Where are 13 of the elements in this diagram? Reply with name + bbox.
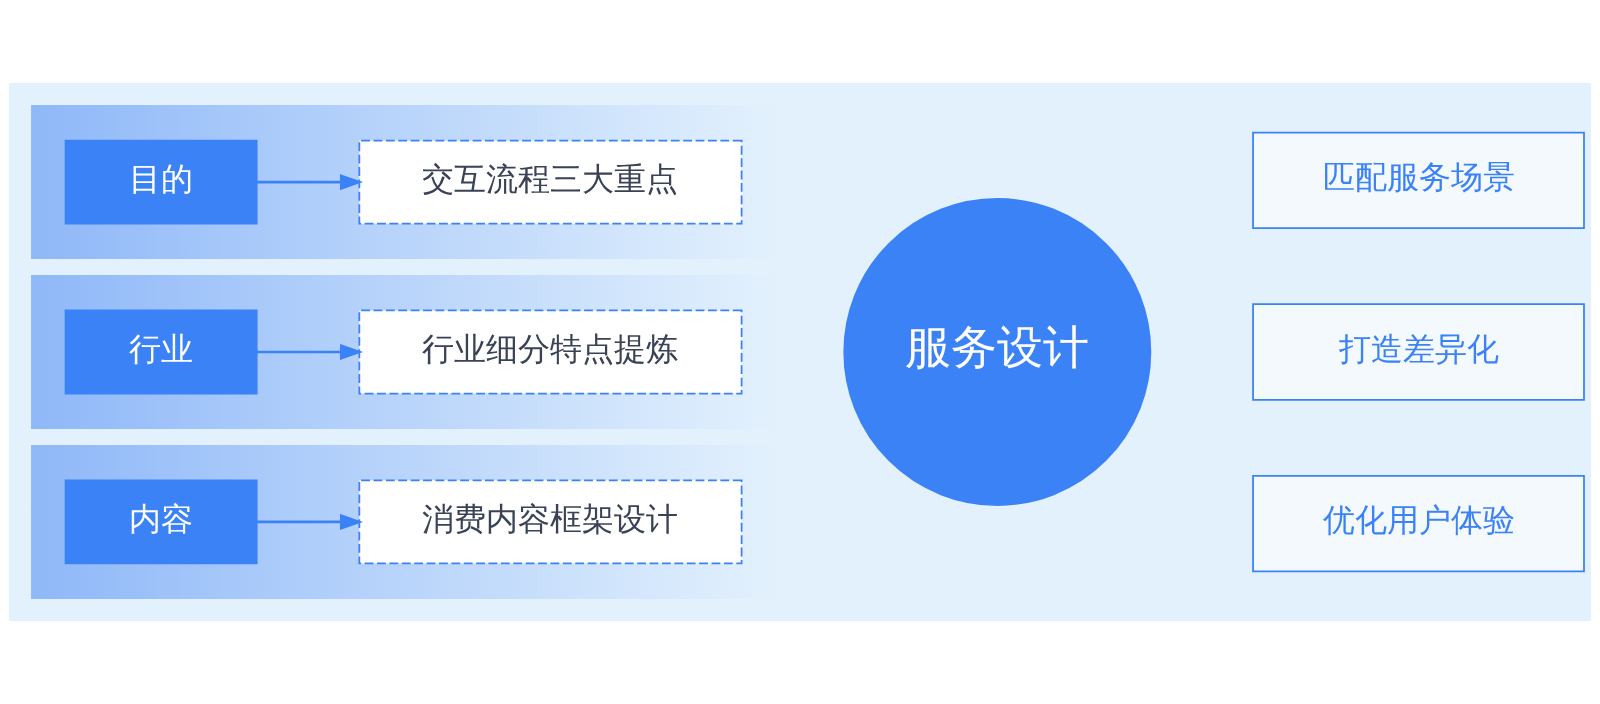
arrow xyxy=(256,343,363,361)
node-box: 优化用户体验 xyxy=(1252,475,1585,573)
node-box: 打造差异化 xyxy=(1252,303,1585,401)
node-box: 内容 xyxy=(64,479,258,565)
arrow xyxy=(256,513,363,530)
node-box: 匹配服务场景 xyxy=(1252,131,1585,229)
node-box: 行业 xyxy=(64,309,258,395)
node-box: 行业细分特点提炼 xyxy=(358,309,743,395)
node-box: 消费内容框架设计 xyxy=(358,479,743,565)
node-circle: 服务设计 xyxy=(843,198,1152,506)
arrow xyxy=(256,174,363,191)
node-box: 目的 xyxy=(64,139,258,225)
node-box: 交互流程三大重点 xyxy=(358,139,743,225)
